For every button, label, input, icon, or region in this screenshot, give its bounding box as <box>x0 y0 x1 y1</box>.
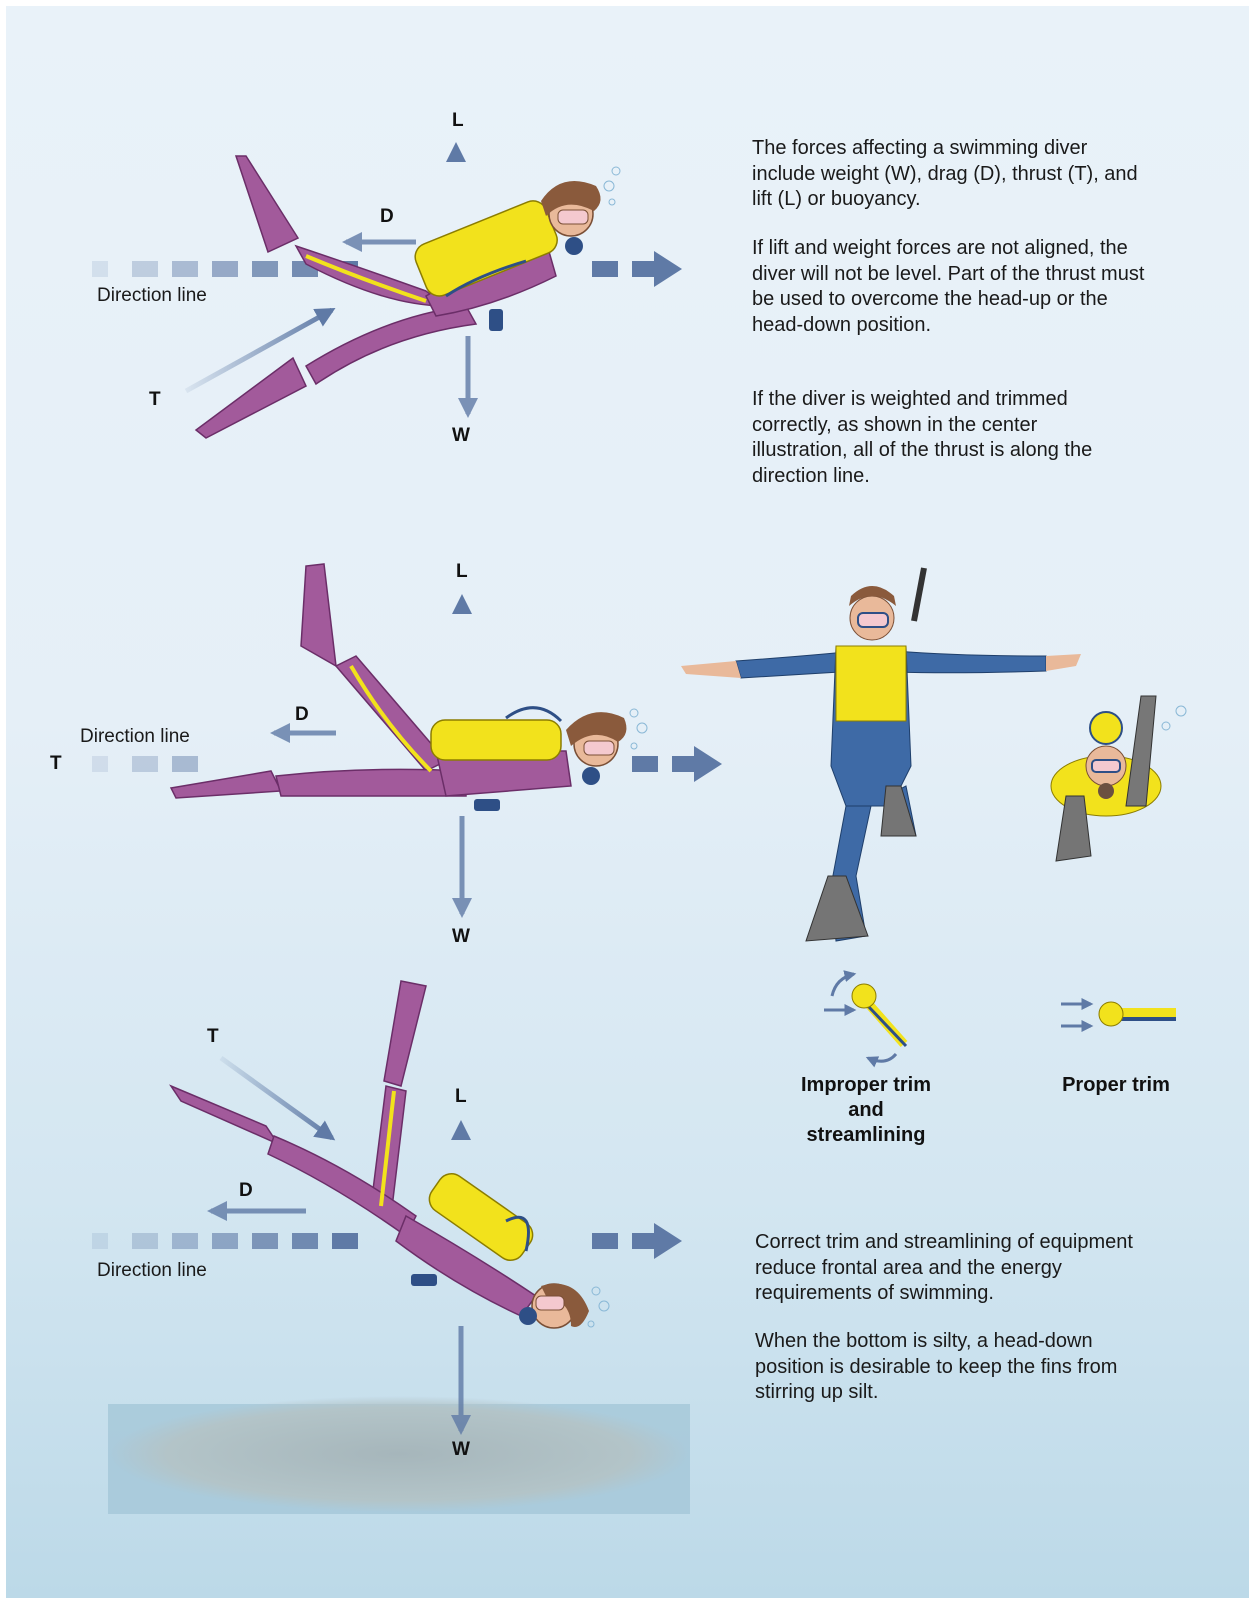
weight-label-1: W <box>452 425 470 447</box>
forces-description: The forces affecting a swimming diver in… <box>752 136 1152 213</box>
thrust-label-1: T <box>149 389 161 411</box>
weight-label-2: W <box>452 926 470 948</box>
direction-line-3 <box>92 1223 682 1259</box>
lift-label-1: L <box>452 110 464 132</box>
proper-trim-caption: Proper trim <box>1046 1073 1186 1098</box>
direction-line-label-3: Direction line <box>97 1260 207 1282</box>
thrust-arrow-1 <box>186 310 332 391</box>
drag-label-2: D <box>295 704 309 726</box>
diver-front-view-improper <box>681 568 1081 941</box>
silty-bottom-description: When the bottom is silty, a head-down po… <box>755 1329 1145 1406</box>
diver-head-up <box>196 156 620 438</box>
diver-head-down <box>171 981 609 1328</box>
diver-level <box>171 564 647 811</box>
lift-label-2: L <box>456 561 468 583</box>
improper-trim-caption: Improper trim and streamlining <box>791 1073 941 1148</box>
diagram-level <box>92 564 1186 1061</box>
lift-label-3: L <box>455 1086 467 1108</box>
improper-trim-symbol <box>824 974 906 1061</box>
streamlining-description: Correct trim and streamlining of equipme… <box>755 1230 1145 1307</box>
silt-cloud <box>109 1396 689 1512</box>
thrust-label-2: T <box>50 753 62 775</box>
drag-label-3: D <box>239 1180 253 1202</box>
direction-line-label-2: Direction line <box>80 726 190 748</box>
drag-label-1: D <box>380 206 394 228</box>
thrust-label-3: T <box>207 1026 219 1048</box>
direction-line-label-1: Direction line <box>97 285 207 307</box>
diagram-head-down <box>92 981 690 1514</box>
weight-label-3: W <box>452 1439 470 1461</box>
proper-trim-symbol <box>1061 1002 1176 1026</box>
correct-weighting-description: If the diver is weighted and trimmed cor… <box>752 387 1102 489</box>
diagram-panel: L D T W Direction line L D T W Direction… <box>6 6 1249 1598</box>
diver-front-view-proper <box>1051 696 1186 861</box>
alignment-description: If lift and weight forces are not aligne… <box>752 236 1152 338</box>
